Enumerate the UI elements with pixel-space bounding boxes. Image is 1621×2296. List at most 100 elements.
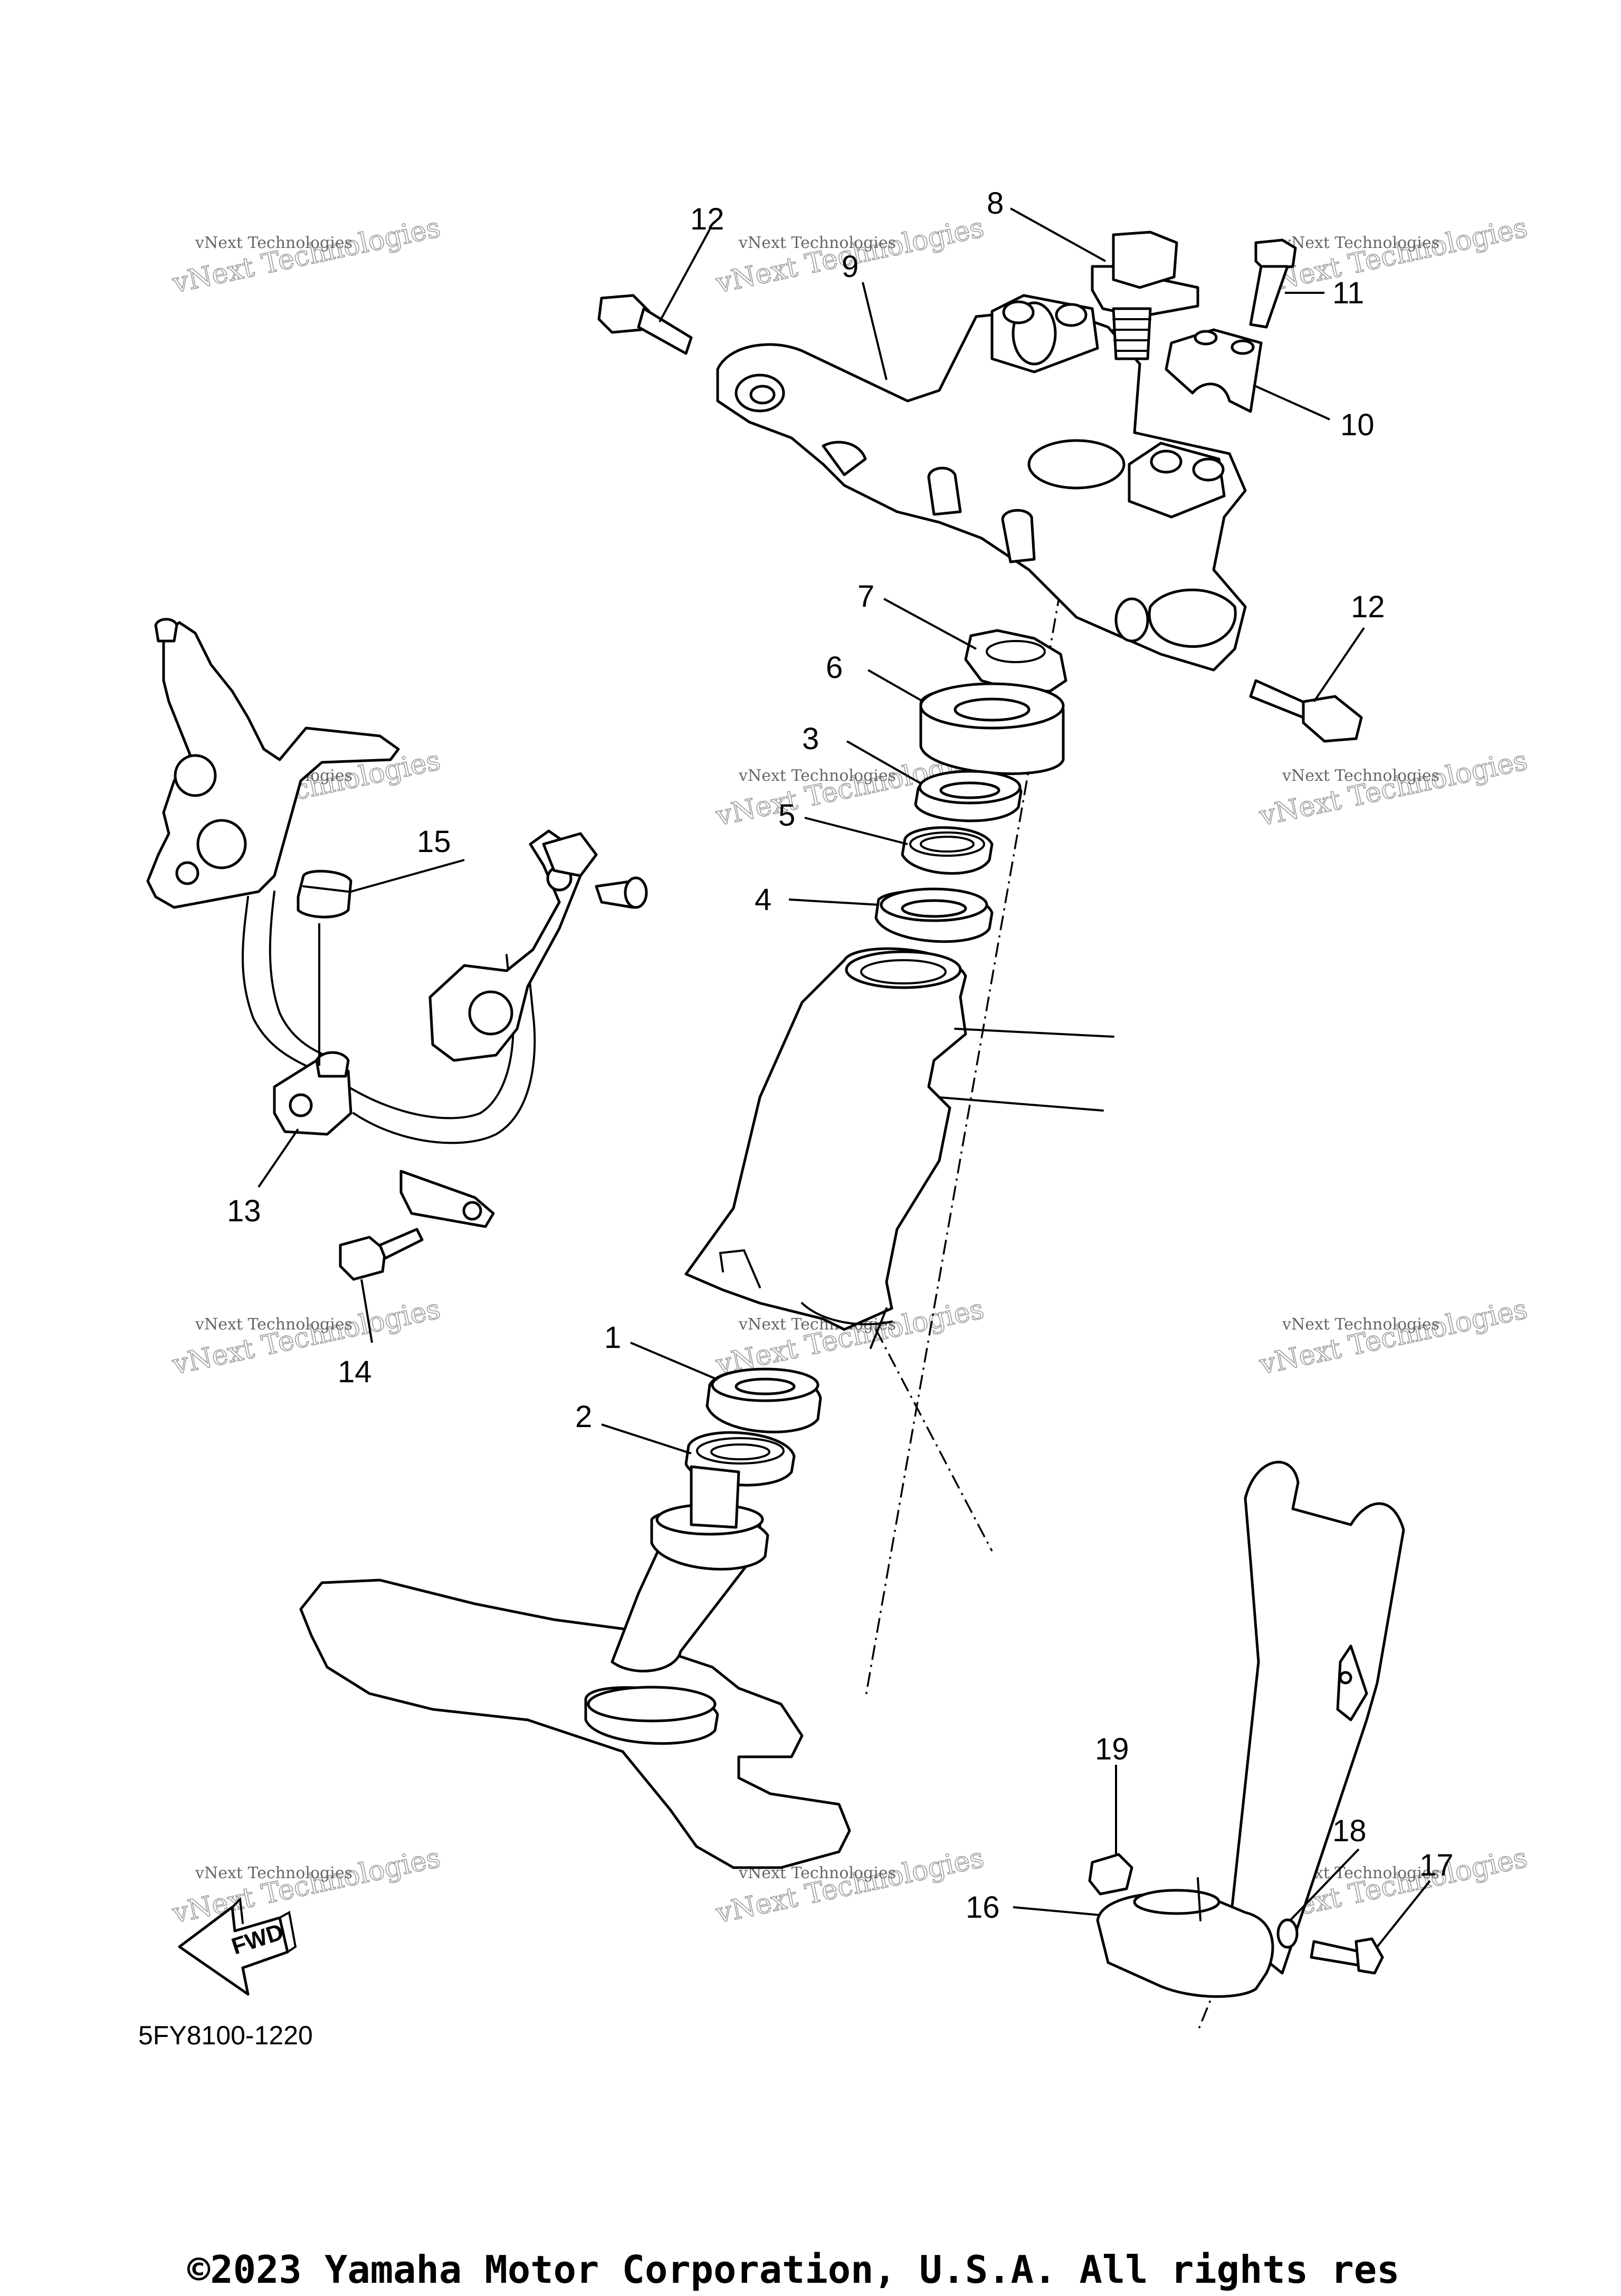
frame-line xyxy=(938,1096,1104,1112)
bearing-body xyxy=(901,826,994,875)
watermark-text: vNext Technologies xyxy=(195,1864,352,1882)
part-label-13[interactable]: 13 xyxy=(227,1194,261,1228)
part-label-18[interactable]: 18 xyxy=(1332,1814,1367,1848)
stem-base-top xyxy=(587,1686,717,1723)
leader-line xyxy=(350,859,465,893)
leader-lines xyxy=(258,207,1431,1948)
rubber-washer xyxy=(919,682,1065,775)
washer-hole xyxy=(953,697,1031,722)
leader-line xyxy=(258,1128,299,1188)
leader-line xyxy=(1376,1880,1431,1948)
leader-line xyxy=(630,1342,718,1381)
stem-bolt xyxy=(1091,231,1199,360)
lower-bearing-inner xyxy=(710,1443,770,1460)
part-label-2[interactable]: 2 xyxy=(575,1400,592,1434)
leader-line xyxy=(862,282,888,380)
stem-bolt-head xyxy=(1112,231,1178,289)
bracket-lug xyxy=(822,441,867,476)
holder-bolt-head xyxy=(1254,238,1297,271)
fork-lug xyxy=(1336,1644,1368,1721)
frame-line xyxy=(954,1028,1114,1038)
bracket-arm-hole xyxy=(462,1201,482,1221)
stay-tab xyxy=(542,832,598,877)
bearing-balls xyxy=(909,831,985,857)
nut-19 xyxy=(1088,1853,1133,1896)
part-label-6[interactable]: 6 xyxy=(826,650,843,685)
part-label-5[interactable]: 5 xyxy=(778,798,795,833)
watermark: vNext Technologies vNext Technologies xyxy=(1256,212,1530,300)
bracket-hole xyxy=(175,861,199,885)
watermark: vNext Technologies vNext Technologies xyxy=(169,212,443,300)
watermark-outline-text: vNext Technologies xyxy=(1256,1293,1530,1381)
fwd-arrow-shape xyxy=(178,1906,289,1996)
pinch-bolt-shank xyxy=(637,307,693,355)
part-label-9[interactable]: 9 xyxy=(842,250,859,284)
bolt-17-head xyxy=(1355,1937,1384,1975)
bracket-arm xyxy=(399,1170,495,1228)
cable-guide-rod xyxy=(242,896,318,1072)
race-hole xyxy=(901,899,967,918)
pinch-bolt-head xyxy=(1302,695,1363,743)
part-label-3[interactable]: 3 xyxy=(802,722,819,756)
ball-race-cover xyxy=(914,770,1023,822)
part-label-14[interactable]: 14 xyxy=(338,1355,372,1389)
leader-line xyxy=(867,669,924,703)
head-tube-bore xyxy=(860,959,947,984)
leader-line xyxy=(360,1279,373,1343)
watermark-text: vNext Technologies xyxy=(1282,767,1439,785)
clamp-bore xyxy=(1133,1889,1220,1915)
part-label-16[interactable]: 16 xyxy=(966,1890,1000,1925)
part-label-15[interactable]: 15 xyxy=(417,825,451,859)
part-label-10[interactable]: 10 xyxy=(1340,408,1375,442)
leader-line xyxy=(601,1423,692,1455)
lower-race xyxy=(705,1367,822,1433)
pinch-bolt-upper xyxy=(597,294,693,355)
under-bracket xyxy=(299,1465,851,1869)
race-cover-hole xyxy=(939,781,1000,799)
bracket-hole xyxy=(196,819,247,869)
head-tube-top xyxy=(845,950,962,989)
fwd-arrow-depth xyxy=(279,1910,297,1953)
leader-line xyxy=(1253,384,1330,420)
steering-head-tube xyxy=(684,947,1114,1349)
grommet xyxy=(297,869,352,919)
washer-18 xyxy=(1276,1918,1299,1949)
holder-bolt xyxy=(1249,238,1297,329)
ring-nut xyxy=(964,629,1067,693)
bolt-hole-inner xyxy=(749,385,776,405)
part-label-8[interactable]: 8 xyxy=(987,186,1004,221)
bracket-boss xyxy=(1001,509,1036,563)
part-label-12[interactable]: 12 xyxy=(1351,590,1385,624)
upper-race xyxy=(874,887,994,943)
clamp-bolt-head xyxy=(315,1051,350,1078)
watermark: vNext Technologies vNext Technologies xyxy=(1256,744,1530,833)
part-label-19[interactable]: 19 xyxy=(1095,1732,1129,1766)
frame-line xyxy=(801,1302,893,1326)
fork-clamp-right xyxy=(1148,588,1237,648)
bolt-17-shank xyxy=(1310,1940,1363,1967)
fwd-arrow-depth xyxy=(231,1897,244,1924)
part-label-12[interactable]: 12 xyxy=(690,202,724,236)
lower-bearing-balls xyxy=(696,1437,785,1465)
bracket-boss xyxy=(927,466,962,516)
copyright-text: ©2023 Yamaha Motor Corporation, U.S.A. A… xyxy=(187,2247,1399,2292)
part-label-17[interactable]: 17 xyxy=(1419,1848,1454,1882)
upper-bracket xyxy=(716,294,1247,672)
part-label-1[interactable]: 1 xyxy=(604,1321,621,1355)
holder-bolt-shank xyxy=(1249,265,1289,329)
cable-guide-bracket xyxy=(146,618,648,1228)
part-label-11[interactable]: 11 xyxy=(1332,276,1364,310)
grommet-edge xyxy=(302,885,349,893)
part-label-7[interactable]: 7 xyxy=(857,579,874,614)
watermark-outline-text: vNext Technologies xyxy=(1256,212,1530,299)
watermark: vNext Technologies vNext Technologies xyxy=(1256,1293,1530,1382)
part-label-4[interactable]: 4 xyxy=(755,883,771,917)
watermark-text: vNext Technologies xyxy=(1282,234,1439,252)
head-tube-body xyxy=(684,947,967,1331)
bracket-bolt-14 xyxy=(339,1228,424,1281)
stay-hole xyxy=(468,990,513,1036)
frame-line xyxy=(870,1307,888,1349)
mount-hole xyxy=(1150,449,1183,474)
watermark-text: vNext Technologies xyxy=(738,767,896,785)
leader-line xyxy=(846,740,921,785)
